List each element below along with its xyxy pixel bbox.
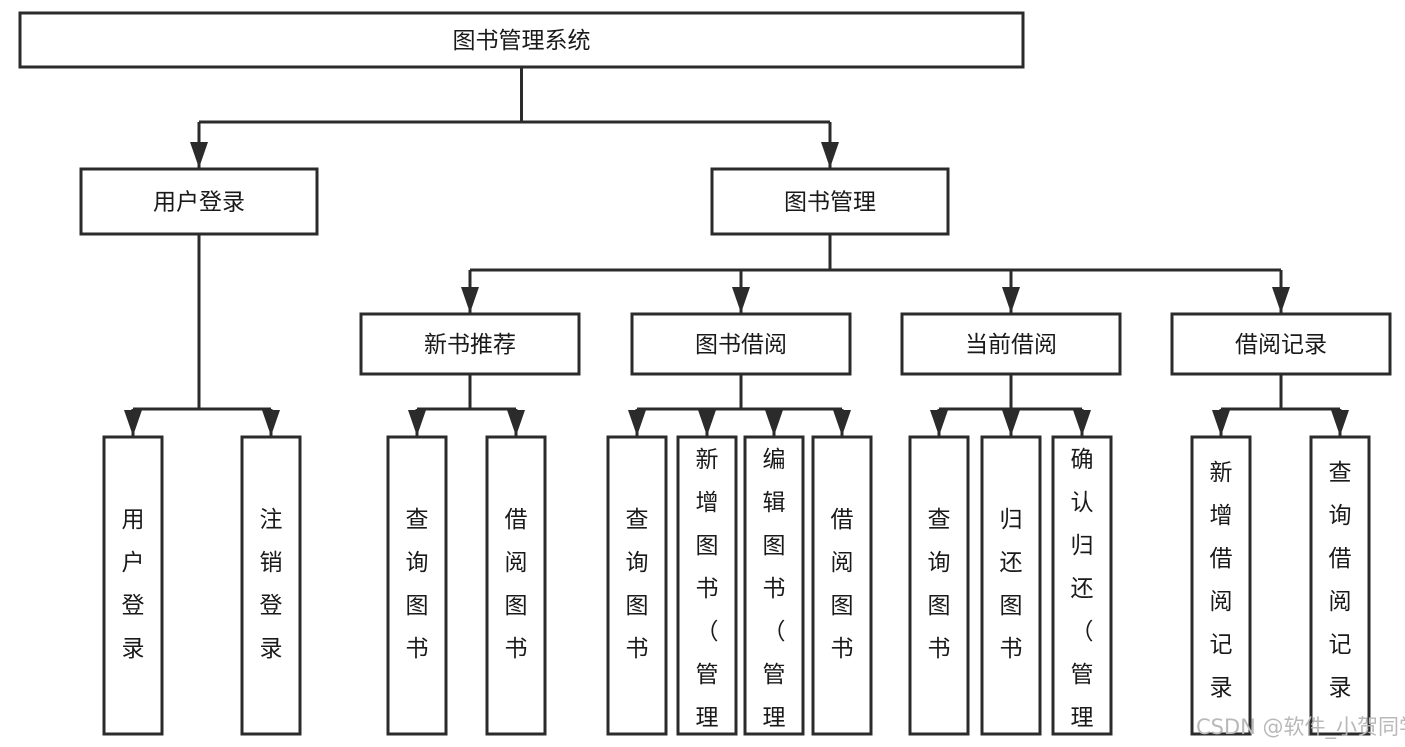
arrow-head-icon: [262, 410, 280, 436]
node-box-leaf-return-book: [980, 435, 1042, 736]
node-label-leaf-confirm-return: 确认归还（管理员）: [1071, 447, 1094, 747]
arrow-head-icon: [833, 410, 851, 436]
node-box-leaf-query-book-1: [386, 435, 448, 736]
node-box-leaf-query-record: [1309, 435, 1371, 736]
arrow-head-icon: [507, 410, 525, 436]
arrow-head-icon: [732, 287, 750, 313]
node-user-login[interactable]: 用户登录: [79, 167, 319, 236]
arrow-head-icon: [1331, 410, 1349, 436]
arrow-head-icon: [1272, 287, 1290, 313]
node-box-leaf-query-book-3: [908, 435, 970, 736]
node-book-borrow[interactable]: 图书借阅: [630, 312, 852, 376]
arrow-head-icon: [1002, 287, 1020, 313]
arrow-head-icon: [765, 410, 783, 436]
node-label-leaf-query-record: 查询借阅记录: [1329, 460, 1352, 701]
node-label-book-manage: 图书管理: [784, 190, 876, 216]
arrow-head-icon: [1073, 410, 1091, 436]
node-leaf-add-record[interactable]: 新增借阅记录: [1190, 435, 1252, 736]
node-label-leaf-query-book-1: 查询图书: [406, 507, 429, 662]
node-box-leaf-user-logout: [240, 435, 302, 736]
node-box-borrow-record: [1170, 312, 1392, 376]
node-box-leaf-edit-book: [743, 435, 805, 736]
node-label-leaf-query-book-2: 查询图书: [626, 507, 649, 662]
node-leaf-user-login[interactable]: 用户登录: [102, 435, 164, 736]
node-label-leaf-user-login: 用户登录: [122, 507, 145, 662]
nodes-layer: 图书管理系统用户登录图书管理新书推荐图书借阅当前借阅借阅记录用户登录注销登录查询…: [18, 11, 1392, 747]
arrow-head-icon: [821, 142, 839, 168]
node-leaf-query-book-2[interactable]: 查询图书: [606, 435, 668, 736]
arrow-head-icon: [1212, 410, 1230, 436]
node-leaf-borrow-book-1[interactable]: 借阅图书: [485, 435, 547, 736]
node-label-user-login: 用户登录: [153, 190, 245, 216]
node-leaf-return-book[interactable]: 归还图书: [980, 435, 1042, 736]
arrow-head-icon: [1002, 410, 1020, 436]
node-box-current-borrow: [900, 312, 1122, 376]
node-label-book-borrow: 图书借阅: [695, 332, 787, 358]
node-box-leaf-confirm-return: [1051, 435, 1113, 736]
node-label-leaf-borrow-book-2: 借阅图书: [831, 507, 854, 662]
node-leaf-user-logout[interactable]: 注销登录: [240, 435, 302, 736]
node-leaf-borrow-book-2[interactable]: 借阅图书: [811, 435, 873, 736]
node-box-new-book-rec: [359, 312, 581, 376]
node-label-leaf-query-book-3: 查询图书: [928, 507, 951, 662]
node-box-leaf-user-login: [102, 435, 164, 736]
node-leaf-query-book-1[interactable]: 查询图书: [386, 435, 448, 736]
node-leaf-confirm-return[interactable]: 确认归还（管理员）: [1051, 435, 1113, 747]
node-box-leaf-borrow-book-2: [811, 435, 873, 736]
arrow-head-icon: [698, 410, 716, 436]
arrow-head-icon: [124, 410, 142, 436]
node-box-book-manage: [710, 167, 950, 236]
node-box-undefined: [18, 11, 1025, 69]
node-borrow-record[interactable]: 借阅记录: [1170, 312, 1392, 376]
node-box-leaf-add-record: [1190, 435, 1252, 736]
node-label-undefined: 图书管理系统: [453, 28, 591, 54]
connectors-layer: [124, 67, 1349, 436]
node-label-leaf-return-book: 归还图书: [1000, 507, 1023, 662]
node-label-current-borrow: 当前借阅: [965, 332, 1057, 358]
csdn-watermark: CSDN @软件_小贺同学: [1196, 715, 1405, 740]
node-box-book-borrow: [630, 312, 852, 376]
node-book-manage[interactable]: 图书管理: [710, 167, 950, 236]
node-label-borrow-record: 借阅记录: [1235, 332, 1327, 358]
node-label-leaf-user-logout: 注销登录: [260, 507, 283, 662]
node-undefined[interactable]: 图书管理系统: [18, 11, 1025, 69]
node-current-borrow[interactable]: 当前借阅: [900, 312, 1122, 376]
node-label-leaf-edit-book: 编辑图书（管理员）: [763, 447, 786, 747]
arrow-head-icon: [408, 410, 426, 436]
node-box-leaf-query-book-2: [606, 435, 668, 736]
arrow-head-icon: [190, 142, 208, 168]
node-leaf-edit-book[interactable]: 编辑图书（管理员）: [743, 435, 805, 747]
node-new-book-rec[interactable]: 新书推荐: [359, 312, 581, 376]
node-box-leaf-add-book: [676, 435, 738, 736]
arrow-head-icon: [930, 410, 948, 436]
node-label-new-book-rec: 新书推荐: [424, 332, 516, 358]
node-label-leaf-add-record: 新增借阅记录: [1210, 460, 1233, 701]
node-label-leaf-add-book: 新增图书（管理员）: [696, 447, 719, 747]
node-label-leaf-borrow-book-1: 借阅图书: [505, 507, 528, 662]
arrow-head-icon: [628, 410, 646, 436]
node-leaf-query-record[interactable]: 查询借阅记录: [1309, 435, 1371, 736]
node-leaf-query-book-3[interactable]: 查询图书: [908, 435, 970, 736]
node-box-leaf-borrow-book-1: [485, 435, 547, 736]
arrow-head-icon: [461, 287, 479, 313]
node-leaf-add-book[interactable]: 新增图书（管理员）: [676, 435, 738, 747]
node-box-user-login: [79, 167, 319, 236]
